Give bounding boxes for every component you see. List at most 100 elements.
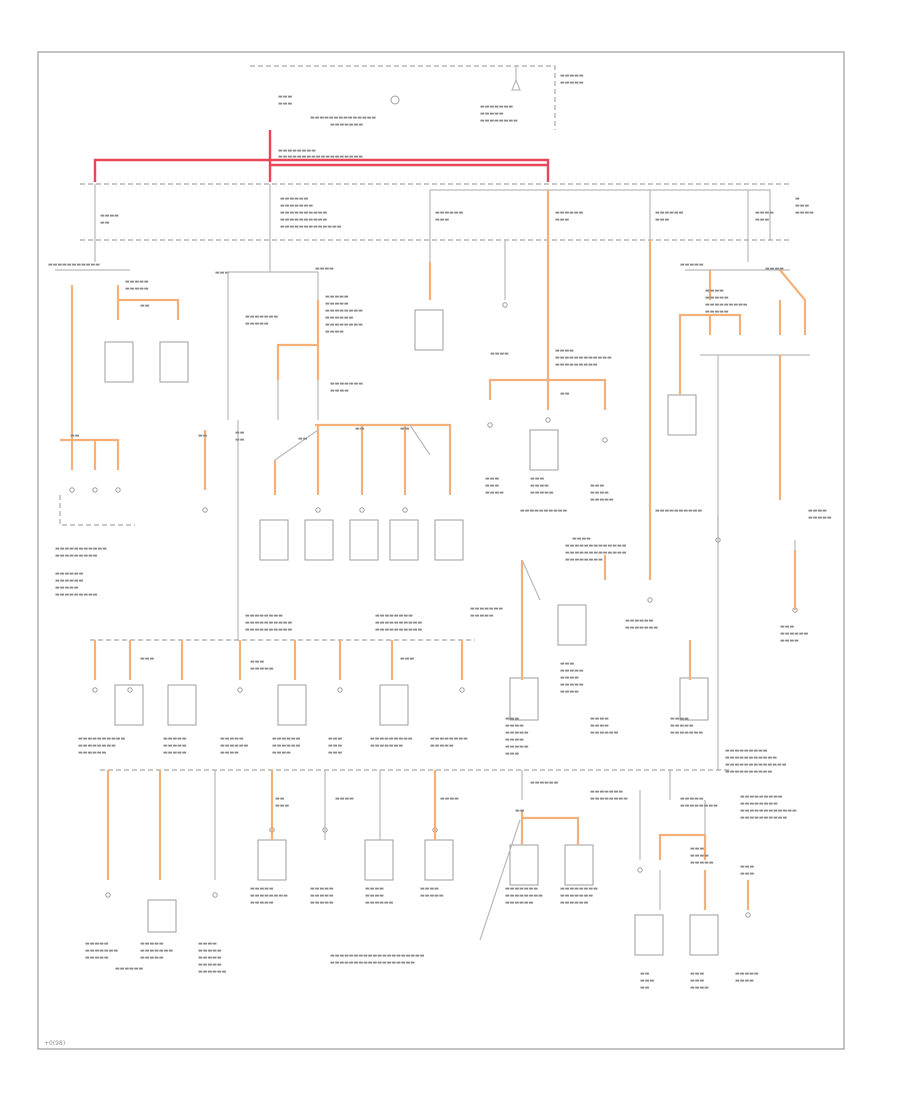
svg-text:▬▬▬▬▬: ▬▬▬▬▬	[220, 736, 244, 742]
svg-text:▬▬▬▬▬▬: ▬▬▬▬▬▬	[272, 743, 301, 749]
lower-section: ▬▬▬▬▬▬▬▬▬ ▬▬▬▬▬▬▬▬▬▬▬ ▬▬▬▬▬▬▬▬▬▬▬▬▬ ▬▬▬▬…	[85, 748, 797, 991]
svg-text:▬▬▬▬: ▬▬▬▬	[705, 288, 724, 294]
connector-terminal	[502, 302, 508, 308]
svg-text:▬▬: ▬▬	[515, 808, 525, 814]
svg-text:▬▬▬▬▬▬▬: ▬▬▬▬▬▬▬	[590, 789, 623, 795]
svg-text:▬▬▬▬▬: ▬▬▬▬▬	[735, 971, 759, 977]
svg-text:▬▬▬▬▬▬▬▬▬▬▬▬▬: ▬▬▬▬▬▬▬▬▬▬▬▬▬	[725, 762, 787, 768]
connector-terminal	[105, 892, 111, 898]
svg-text:▬▬▬▬▬▬▬: ▬▬▬▬▬▬▬	[625, 625, 658, 631]
svg-text:▬▬▬▬▬: ▬▬▬▬▬	[198, 948, 222, 954]
svg-text:▬▬▬▬▬▬: ▬▬▬▬▬▬	[198, 969, 227, 975]
svg-text:▬▬▬▬: ▬▬▬▬	[560, 689, 579, 695]
svg-text:▬▬▬: ▬▬▬	[530, 476, 544, 482]
svg-text:▬▬▬▬▬▬▬▬▬▬▬▬▬: ▬▬▬▬▬▬▬▬▬▬▬▬▬	[280, 224, 342, 230]
svg-text:▬▬▬▬▬: ▬▬▬▬▬	[310, 886, 334, 892]
component-box	[509, 844, 539, 886]
component-box	[434, 519, 464, 561]
svg-text:▬▬▬: ▬▬▬	[555, 217, 569, 223]
svg-text:▬▬▬▬▬▬▬▬: ▬▬▬▬▬▬▬▬	[505, 893, 543, 899]
right-section: ▬▬▬▬▬ ▬▬▬▬ ▬▬▬▬ ▬▬▬▬▬ ▬▬▬▬▬▬▬▬▬ ▬▬▬▬▬ ▬▬…	[565, 240, 832, 770]
svg-text:▬▬▬▬▬▬▬▬▬▬▬: ▬▬▬▬▬▬▬▬▬▬▬	[725, 755, 777, 761]
svg-text:▬▬▬▬▬▬: ▬▬▬▬▬▬	[560, 900, 589, 906]
svg-text:▬▬▬▬: ▬▬▬▬	[572, 536, 591, 542]
svg-text:▬▬▬▬▬▬▬: ▬▬▬▬▬▬▬	[670, 730, 703, 736]
svg-text:▬▬▬▬▬: ▬▬▬▬▬	[680, 262, 704, 268]
svg-text:▬▬▬▬▬▬: ▬▬▬▬▬▬	[625, 618, 654, 624]
component-box	[634, 914, 664, 956]
svg-text:▬▬▬▬: ▬▬▬▬	[100, 213, 119, 219]
svg-text:▬▬▬▬▬▬▬: ▬▬▬▬▬▬▬	[480, 104, 513, 110]
connector-terminal	[545, 417, 551, 423]
svg-text:▬▬▬▬: ▬▬▬▬	[490, 351, 509, 357]
svg-text:▬▬▬▬▬▬▬▬▬: ▬▬▬▬▬▬▬▬▬	[705, 302, 748, 308]
svg-text:▬▬▬▬: ▬▬▬▬	[555, 348, 574, 354]
svg-text:▬▬▬▬▬: ▬▬▬▬▬	[705, 295, 729, 301]
connector-terminal	[402, 507, 408, 513]
svg-text:▬▬▬▬▬▬▬▬▬▬: ▬▬▬▬▬▬▬▬▬▬	[520, 508, 568, 514]
svg-text:▬▬: ▬▬	[100, 220, 110, 226]
svg-text:▬▬▬: ▬▬▬	[435, 217, 449, 223]
svg-text:▬▬▬▬▬▬▬▬▬▬▬▬▬▬▬▬▬▬: ▬▬▬▬▬▬▬▬▬▬▬▬▬▬▬▬▬▬	[330, 960, 415, 966]
svg-text:▬▬▬: ▬▬▬	[690, 846, 704, 852]
svg-text:▬▬▬▬▬▬▬▬▬▬▬: ▬▬▬▬▬▬▬▬▬▬▬	[48, 262, 100, 268]
center-upper-section: ▬▬▬ ▬▬▬▬ ▬▬ ▬▬ ▬▬ ▬▬▬▬▬▬▬ ▬▬▬▬▬ ▬▬▬▬▬ ▬▬…	[198, 266, 452, 640]
svg-text:▬▬▬▬▬: ▬▬▬▬▬	[85, 941, 109, 947]
connector-terminal	[69, 487, 75, 493]
svg-text:▬▬▬▬: ▬▬▬▬	[485, 490, 504, 496]
svg-text:▬▬▬▬: ▬▬▬▬	[590, 716, 609, 722]
svg-text:▬▬▬: ▬▬▬	[278, 101, 292, 107]
svg-text:▬▬▬: ▬▬▬	[640, 978, 654, 984]
svg-text:▬▬▬▬▬: ▬▬▬▬▬	[250, 886, 274, 892]
component-box	[349, 519, 379, 561]
svg-text:▬▬▬▬▬: ▬▬▬▬▬	[690, 860, 714, 866]
connector-terminal	[337, 687, 343, 693]
svg-text:▬▬▬▬▬: ▬▬▬▬▬	[705, 309, 729, 315]
svg-text:▬▬▬▬: ▬▬▬▬	[755, 210, 774, 216]
svg-text:▬▬▬: ▬▬▬	[328, 750, 342, 756]
svg-text:▬▬▬▬▬▬▬▬▬▬: ▬▬▬▬▬▬▬▬▬▬	[280, 217, 328, 223]
connector-terminal	[115, 487, 121, 493]
svg-text:▬▬▬▬: ▬▬▬▬	[780, 638, 799, 644]
svg-text:▬▬▬▬: ▬▬▬▬	[335, 796, 354, 802]
svg-text:▬▬▬▬▬▬: ▬▬▬▬▬▬	[780, 631, 809, 637]
svg-text:▬▬▬▬▬: ▬▬▬▬▬	[325, 294, 349, 300]
svg-text:▬▬▬▬▬▬▬▬: ▬▬▬▬▬▬▬▬	[480, 118, 518, 124]
svg-text:▬▬▬▬▬▬▬▬▬▬: ▬▬▬▬▬▬▬▬▬▬	[740, 815, 788, 821]
svg-text:▬▬▬▬: ▬▬▬▬	[560, 675, 579, 681]
svg-text:▬▬▬▬▬: ▬▬▬▬▬	[245, 321, 269, 327]
svg-text:▬▬▬▬▬: ▬▬▬▬▬	[505, 744, 529, 750]
component-box	[104, 341, 134, 383]
connector-terminal	[212, 892, 218, 898]
svg-text:▬▬: ▬▬	[235, 437, 245, 443]
connector-terminal	[487, 422, 493, 428]
ign-feed-line	[430, 189, 771, 240]
svg-text:▬▬▬: ▬▬▬	[275, 803, 289, 809]
svg-text:▬▬▬▬: ▬▬▬▬	[690, 985, 709, 991]
svg-text:▬▬▬▬▬▬: ▬▬▬▬▬▬	[655, 210, 684, 216]
svg-text:▬▬▬▬▬▬▬: ▬▬▬▬▬▬▬	[560, 893, 593, 899]
svg-text:▬▬▬: ▬▬▬	[215, 270, 229, 276]
svg-text:▬▬: ▬▬	[140, 303, 150, 309]
svg-text:▬▬▬▬▬▬▬▬▬▬▬: ▬▬▬▬▬▬▬▬▬▬▬	[55, 546, 107, 552]
svg-text:▬▬▬: ▬▬▬	[328, 743, 342, 749]
svg-text:▬▬▬▬▬: ▬▬▬▬▬	[680, 796, 704, 802]
component-box	[364, 839, 394, 881]
svg-text:▬▬▬▬▬: ▬▬▬▬▬	[250, 900, 274, 906]
svg-text:▬▬▬: ▬▬▬	[795, 203, 809, 209]
svg-text:▬▬▬▬▬: ▬▬▬▬▬	[310, 900, 334, 906]
svg-text:▬▬: ▬▬	[400, 426, 410, 432]
svg-text:▬▬▬: ▬▬▬	[655, 217, 669, 223]
component-box	[259, 519, 289, 561]
svg-text:▬▬▬▬: ▬▬▬▬	[272, 750, 291, 756]
svg-text:▬▬▬▬▬: ▬▬▬▬▬	[325, 301, 349, 307]
svg-text:▬▬▬▬▬: ▬▬▬▬▬	[250, 666, 274, 672]
svg-text:▬▬▬▬▬: ▬▬▬▬▬	[420, 893, 444, 899]
svg-text:▬▬▬: ▬▬▬	[690, 971, 704, 977]
svg-text:▬▬▬▬▬▬▬▬▬▬▬▬▬▬▬▬▬▬: ▬▬▬▬▬▬▬▬▬▬▬▬▬▬▬▬▬▬	[278, 154, 363, 160]
fuse-column-drops: ▬▬▬▬ ▬▬ ▬▬▬▬▬▬ ▬▬▬▬▬▬▬ ▬▬▬▬▬▬▬▬▬▬ ▬▬▬▬▬▬…	[94, 184, 814, 380]
svg-text:▬▬▬▬▬▬: ▬▬▬▬▬▬	[78, 750, 107, 756]
svg-text:▬▬▬▬: ▬▬▬▬	[670, 716, 689, 722]
svg-text:▬▬▬▬: ▬▬▬▬	[795, 210, 814, 216]
svg-text:▬▬▬▬: ▬▬▬▬	[440, 796, 459, 802]
